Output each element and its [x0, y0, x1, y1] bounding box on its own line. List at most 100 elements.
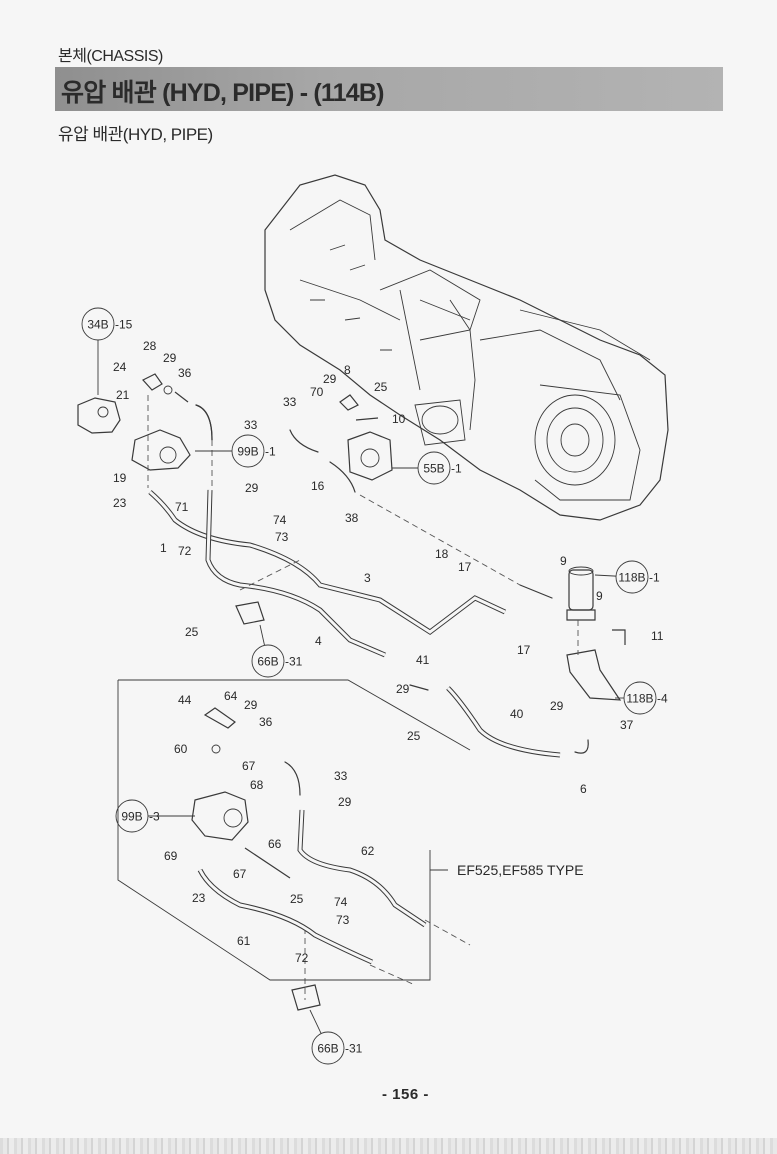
callout-suffix: -3 [149, 810, 160, 824]
upper-part-label: 11 [651, 629, 664, 643]
pipe-62 [297, 809, 427, 928]
upper-part-label: 73 [275, 530, 289, 544]
pipe-stub [519, 584, 553, 599]
upper-part-label: 29 [245, 481, 259, 495]
lower-part-label: 69 [164, 849, 178, 863]
upper-part-label: 17 [458, 560, 472, 574]
lower-part-label: 68 [250, 778, 264, 792]
callout-leader [309, 1009, 322, 1034]
scan-artifact-strip [0, 1138, 777, 1154]
upper-part-label: 29 [323, 372, 337, 386]
lower-part-label: 62 [361, 844, 375, 858]
callout-leader [259, 624, 265, 646]
callout-suffix: -15 [115, 318, 133, 332]
callout-circle [251, 644, 285, 678]
filter-118B-1 [566, 566, 596, 621]
callout-ref-99B-1: 99B -1 [195, 434, 276, 468]
bracket-10 [355, 417, 379, 421]
page-number: - 156 - [382, 1086, 429, 1103]
callout-ref: 66B [317, 1042, 338, 1056]
elbow-11 [612, 629, 626, 645]
upper-part-label: 3 [364, 571, 371, 585]
oring-60 [211, 744, 221, 754]
upper-part-label: 29 [163, 351, 177, 365]
upper-part-label: 24 [113, 360, 127, 374]
callout-ref-55B-1: 55B-1 [392, 451, 462, 485]
callout-ref: 118B [626, 692, 653, 706]
lower-part-label: 60 [174, 742, 188, 756]
upper-part-label: 40 [510, 707, 524, 721]
lower-part-label: 29 [338, 795, 352, 809]
hose-6 [574, 739, 589, 754]
ef525-subassembly-frame [117, 679, 471, 981]
callout-ref: 99B [237, 445, 258, 459]
upper-part-label: 36 [178, 366, 192, 380]
lower-part-label: 44 [178, 693, 192, 707]
upper-part-label: 23 [113, 496, 127, 510]
callout-circle [115, 799, 149, 833]
lower-part-label: 67 [242, 759, 256, 773]
upper-part-label: 28 [143, 339, 157, 353]
upper-part-label: 29 [396, 682, 410, 696]
lower-part-label: 74 [334, 895, 348, 909]
callout-ref: 118B [618, 571, 645, 585]
upper-part-label: 33 [244, 418, 258, 432]
upper-part-label: 70 [310, 385, 324, 399]
callout-suffix: -4 [657, 692, 668, 706]
lower-part-label: 23 [192, 891, 206, 905]
lower-part-label: 25 [290, 892, 304, 906]
upper-part-label: 74 [273, 513, 287, 527]
callout-suffix: -1 [265, 445, 276, 459]
lower-part-label: 66 [268, 837, 282, 851]
upper-part-label: 19 [113, 471, 127, 485]
callout-suffix: -1 [649, 571, 660, 585]
upper-part-label: 33 [283, 395, 297, 409]
callout-ref-118B-1: 118B -1 [594, 560, 660, 594]
diagram-subtitle: 유압 배관(HYD, PIPE) [58, 125, 213, 144]
spring-36 [174, 391, 189, 403]
upper-part-label: 8 [344, 363, 351, 377]
upper-part-label: 25 [407, 729, 421, 743]
upper-part-label: 17 [517, 643, 531, 657]
callout-ref-99B-3: 99B -3 [115, 799, 195, 833]
upper-part-label: 18 [435, 547, 449, 561]
upper-part-label: 9 [596, 589, 603, 603]
upper-part-label: 9 [560, 554, 567, 568]
lower-part-label: 67 [233, 867, 247, 881]
upper-part-label: 38 [345, 511, 359, 525]
pipe-61 [197, 868, 374, 965]
pipe-41 [409, 684, 429, 691]
callout-ref: 99B [121, 810, 142, 824]
fitting-64 [203, 707, 236, 729]
variant-note: EF525,EF585 TYPE [457, 862, 584, 878]
lower-part-label: 33 [334, 769, 348, 783]
upper-part-label: 29 [550, 699, 564, 713]
elbow-8 [339, 394, 359, 411]
lower-part-label: 72 [295, 951, 309, 965]
callout-circle [623, 681, 657, 715]
page-title: 유압 배관 (HYD, PIPE) - (114B) [61, 79, 384, 107]
callout-ref-66B-31-bottom: 66B-31 [309, 1009, 363, 1065]
upper-part-label: 4 [315, 634, 322, 648]
pipe-4 [205, 489, 386, 658]
callout-ref: 34B [87, 318, 108, 332]
upper-part-label: 1 [160, 541, 167, 555]
hydraulic-pump-34B [77, 397, 121, 434]
callout-suffix: -31 [285, 655, 303, 669]
upper-part-label: 25 [374, 380, 388, 394]
part-label-group: 2824293621331971292317473722543702982533… [113, 339, 664, 965]
upper-part-label: 6 [580, 782, 587, 796]
hose-33-b [289, 429, 319, 453]
upper-part-label: 37 [620, 718, 634, 732]
transmission-housing [264, 174, 669, 521]
gear-pump-99B-1 [131, 429, 191, 471]
fitting-28 [142, 373, 163, 391]
section-label: 본체(CHASSIS) [58, 48, 163, 65]
callout-ref-66B-31-top: 66B-31 [251, 624, 303, 678]
gear-pump-99B-3 [191, 791, 249, 841]
callout-circle [81, 307, 115, 341]
washer-29 [163, 385, 173, 395]
callout-ref-34B-15: 34B -15 [81, 307, 133, 395]
callout-leader [594, 574, 617, 577]
lower-part-label: 61 [237, 934, 251, 948]
